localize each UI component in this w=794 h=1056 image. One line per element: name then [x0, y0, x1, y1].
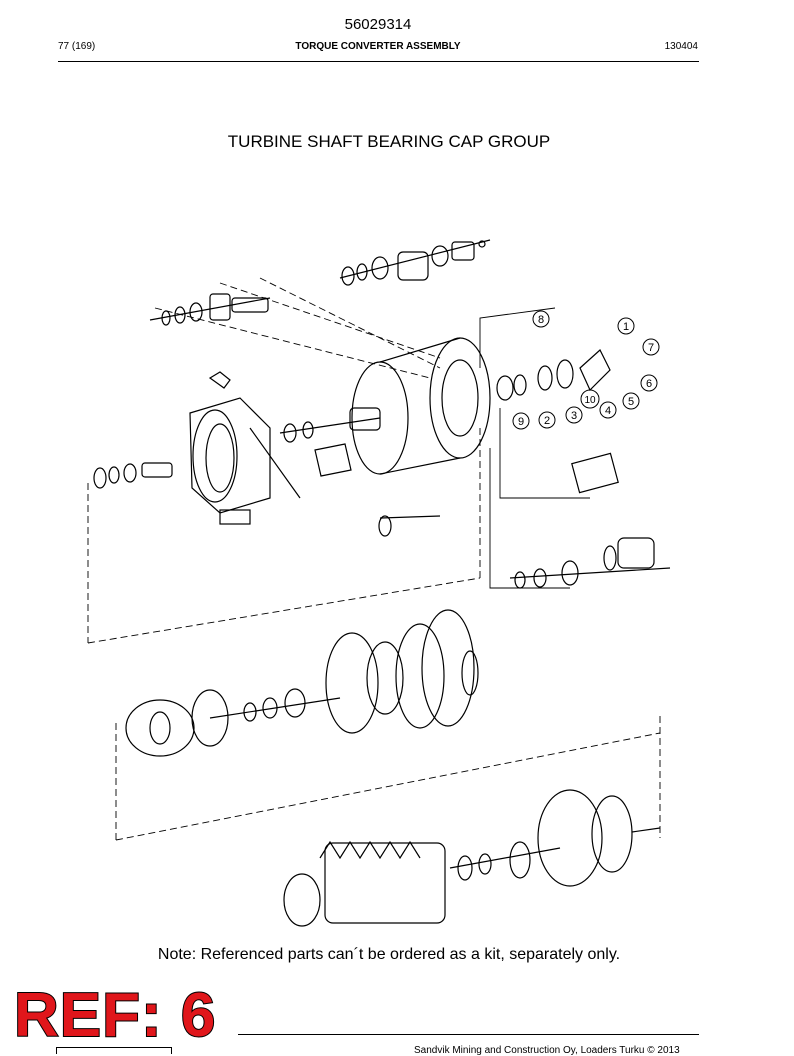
top-cover-group — [339, 239, 491, 286]
svg-text:2: 2 — [544, 415, 550, 427]
ref-label: REF: 6 — [13, 981, 217, 1050]
svg-text:7: 7 — [648, 342, 654, 354]
callout-10: 10 — [580, 389, 600, 409]
copyright-text: Sandvik Mining and Construction Oy, Load… — [414, 1045, 680, 1056]
exploded-parts-diagram — [87, 239, 671, 927]
leader-lines — [87, 277, 661, 841]
pump-group — [378, 515, 671, 589]
bearing-cap-housing — [351, 337, 619, 494]
section-title: TORQUE CONVERTER ASSEMBLY — [295, 41, 461, 52]
left-seal-group — [93, 462, 173, 489]
svg-text:6: 6 — [646, 378, 652, 390]
doc-number: 56029314 — [344, 16, 412, 33]
svg-text:4: 4 — [605, 405, 611, 417]
callout-8: 8 — [532, 310, 550, 328]
callout-group: 1 2 3 4 5 6 7 8 9 10 — [512, 310, 660, 430]
callout-3: 3 — [565, 406, 583, 424]
svg-text:3: 3 — [571, 410, 577, 422]
callout-7: 7 — [642, 338, 660, 356]
date-code: 130404 — [664, 41, 698, 52]
callout-1: 1 — [617, 317, 635, 335]
callout-9: 9 — [512, 412, 530, 430]
header-rule — [58, 61, 699, 62]
converter-middle-group — [125, 609, 479, 757]
converter-lower-group — [283, 789, 661, 927]
gearbox-housing — [189, 371, 301, 525]
svg-text:5: 5 — [628, 396, 634, 408]
page-number: 77 (169) — [58, 41, 96, 52]
callout-4: 4 — [599, 401, 617, 419]
svg-text:9: 9 — [518, 416, 524, 428]
svg-text:8: 8 — [538, 314, 544, 326]
part-leaders — [479, 307, 590, 589]
input-shaft — [279, 407, 381, 477]
svg-text:10: 10 — [584, 395, 596, 406]
callout-5: 5 — [622, 392, 640, 410]
output-shaft-group — [149, 293, 271, 326]
diagram-title: TURBINE SHAFT BEARING CAP GROUP — [227, 132, 551, 151]
svg-text:1: 1 — [623, 321, 629, 333]
callout-2: 2 — [538, 411, 556, 429]
callout-6: 6 — [640, 374, 658, 392]
logo-strip — [56, 1047, 172, 1054]
footer-rule — [238, 1034, 699, 1035]
note-text: Note: Referenced parts can´t be ordered … — [157, 946, 621, 963]
